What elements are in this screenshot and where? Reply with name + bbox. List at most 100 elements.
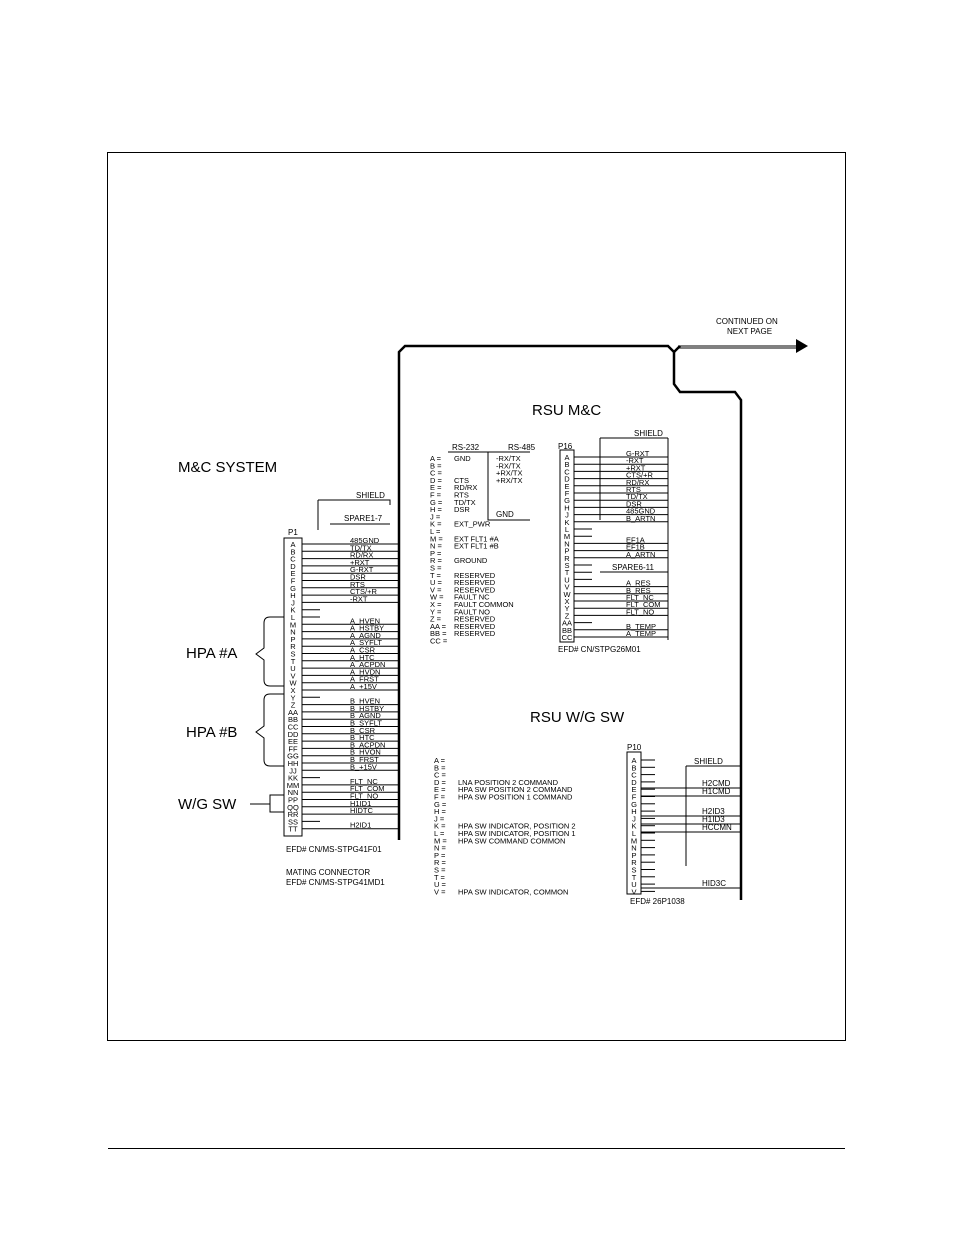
wg-pin-s: S = bbox=[434, 866, 446, 875]
p10-pin-b: B bbox=[631, 763, 636, 772]
p16-pin-e: E bbox=[564, 482, 569, 491]
p10-pin-v: V bbox=[631, 887, 636, 896]
wg-signal: HPA SW INDICATOR, COMMON bbox=[458, 887, 568, 896]
rs232-signal: RTS bbox=[454, 491, 469, 500]
rs232-signal: RD/RX bbox=[454, 483, 477, 492]
p1-signal: A_CSR bbox=[350, 646, 376, 655]
p1-pin-j: J bbox=[291, 598, 295, 607]
middle-pin-n: N = bbox=[430, 542, 443, 551]
p16-signal: G-RXT bbox=[626, 449, 650, 458]
p1-pin-v: V bbox=[290, 671, 295, 680]
p1-pin-d: D bbox=[290, 562, 296, 571]
p10-pin-f: F bbox=[632, 793, 637, 802]
p1-pin-a: A bbox=[290, 540, 295, 549]
p10-pin-p: P bbox=[631, 851, 636, 860]
p1-pin-nn: NN bbox=[288, 788, 299, 797]
p1-signal: CTS/+R bbox=[350, 587, 377, 596]
p10-pin-e: E bbox=[631, 785, 636, 794]
bus-join bbox=[673, 345, 681, 353]
p1-pin-jj: JJ bbox=[289, 766, 297, 775]
middle-pin-s: S = bbox=[430, 564, 442, 573]
p16-pin-z: Z bbox=[565, 611, 570, 620]
p16-pin-cc: CC bbox=[562, 633, 573, 642]
p10-pin-c: C bbox=[631, 771, 637, 780]
p10-part-number: EFD# 26P1038 bbox=[630, 897, 685, 906]
p1-part-number: EFD# CN/MS-STPG41F01 bbox=[286, 845, 382, 854]
p10-pin-l: L bbox=[632, 829, 636, 838]
p1-pin-ss: SS bbox=[288, 817, 298, 826]
p16-signal: FLT_NC bbox=[626, 593, 654, 602]
hpa-b-brace bbox=[255, 693, 284, 767]
rsu-mc-title: RSU M&C bbox=[532, 402, 601, 419]
wg-pin-e: E = bbox=[434, 785, 446, 794]
continued-label-1: CONTINUED ON bbox=[716, 317, 778, 326]
p1-signal: A_FRST bbox=[350, 675, 379, 684]
p16-pin-k: K bbox=[564, 518, 569, 527]
p1-pin-gg: GG bbox=[287, 752, 299, 761]
p1-pin-u: U bbox=[290, 664, 295, 673]
p16-pin-v: V bbox=[564, 583, 569, 592]
p10-connector bbox=[626, 751, 642, 895]
wg-sw-brace bbox=[250, 794, 284, 813]
p1-signal: A_HVEN bbox=[350, 616, 380, 625]
p1-pin-p: P bbox=[290, 635, 295, 644]
middle-pin-z: Z = bbox=[430, 615, 442, 624]
p1-signal: H2ID1 bbox=[350, 821, 371, 830]
hpa-a-brace bbox=[255, 616, 284, 687]
p16-pin-n: N bbox=[564, 539, 569, 548]
p1-connector bbox=[283, 537, 303, 837]
p10-pin-k: K bbox=[631, 822, 636, 831]
p1-pin-cc: CC bbox=[288, 723, 299, 732]
p1-signal: G-RXT bbox=[350, 565, 374, 574]
p10-signal-wires bbox=[641, 787, 741, 889]
p16-signal: EF1A bbox=[626, 535, 645, 544]
p1-signal: FLT_NC bbox=[350, 777, 378, 786]
p16-pin-u: U bbox=[564, 575, 569, 584]
p16-signal: RTS bbox=[626, 485, 641, 494]
middle-pin-d: D = bbox=[430, 476, 443, 485]
middle-pin-a: A = bbox=[430, 454, 442, 463]
p1-label: P1 bbox=[288, 528, 298, 537]
wg-pin-u: U = bbox=[434, 880, 447, 889]
p1-signal: TD/TX bbox=[350, 543, 372, 552]
main-bus-top bbox=[397, 344, 743, 900]
wg-pin-l: L = bbox=[434, 829, 445, 838]
p16-pin-a: A bbox=[564, 453, 569, 462]
rs232-signal: TD/TX bbox=[454, 498, 476, 507]
p1-signal: 485GND bbox=[350, 536, 380, 545]
p16-shield-wire bbox=[599, 437, 668, 520]
p1-pin-x: X bbox=[290, 686, 295, 695]
p10-pin-r: R bbox=[631, 858, 637, 867]
middle-pin-group: A =GND-RX/TXB =-RX/TXC =+RX/TXD =CTS+RX/… bbox=[430, 454, 522, 646]
p16-label: P16 bbox=[558, 442, 573, 451]
middle-pin-k: K = bbox=[430, 520, 442, 529]
p16-pin-m: M bbox=[564, 532, 570, 541]
p1-spare-label: SPARE1-7 bbox=[344, 514, 383, 523]
rs485-gnd-label: GND bbox=[496, 510, 514, 519]
middle-pin-l: L = bbox=[430, 527, 441, 536]
rs232-signal: CTS bbox=[454, 476, 469, 485]
p16-signal: EF1B bbox=[626, 543, 645, 552]
wg-pin-f: F = bbox=[434, 793, 446, 802]
p1-signal: +RXT bbox=[350, 558, 370, 567]
p16-shield-label: SHIELD bbox=[634, 429, 663, 438]
p10-sig-h1id3: H1ID3 bbox=[702, 815, 725, 824]
p1-pin-kk: KK bbox=[288, 774, 298, 783]
p16-spare-label: SPARE6-11 bbox=[612, 563, 654, 572]
p1-signal: B_HVEN bbox=[350, 697, 380, 706]
p16-signal: CTS/+R bbox=[626, 471, 653, 480]
p16-signal: A_TEMP bbox=[626, 629, 656, 638]
middle-pin-u: U = bbox=[430, 578, 443, 587]
wg-pin-c: C = bbox=[434, 771, 447, 780]
wg-signal: HPA SW INDICATOR, POSITION 1 bbox=[458, 829, 576, 838]
p16-pin-h: H bbox=[564, 503, 569, 512]
p16-signal: B_TEMP bbox=[626, 622, 656, 631]
continued-label-2: NEXT PAGE bbox=[727, 327, 772, 336]
p16-pin-l: L bbox=[565, 525, 569, 534]
p16-signal: A_RES bbox=[626, 579, 651, 588]
p1-pin-mm: MM bbox=[287, 781, 300, 790]
rs485-label: RS-485 bbox=[508, 443, 536, 452]
middle-signal: RESERVED bbox=[454, 585, 496, 594]
rs-table-lines bbox=[448, 451, 530, 521]
